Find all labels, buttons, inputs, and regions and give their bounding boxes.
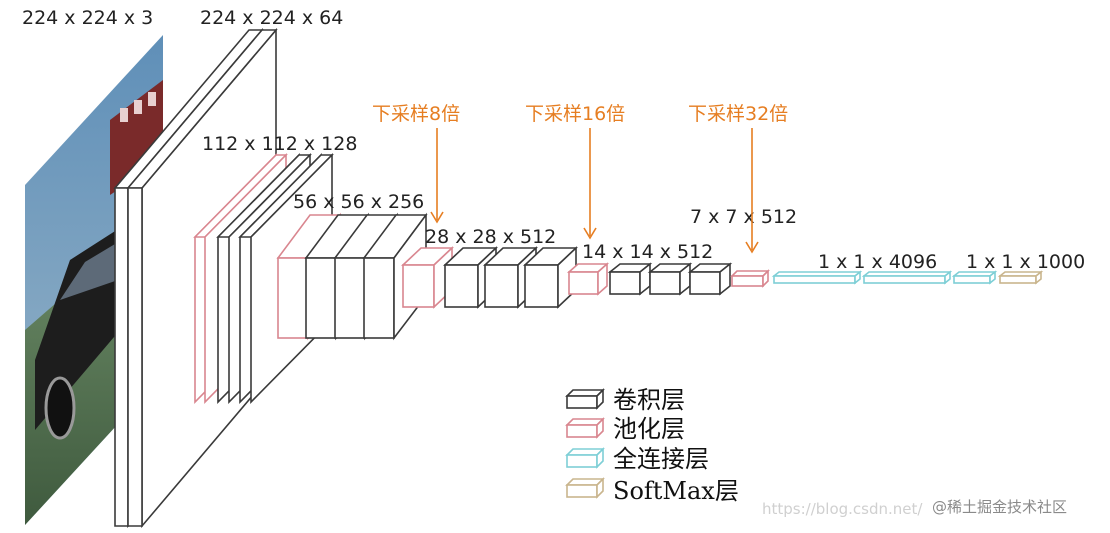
down8-label: 下采样8倍 [372,103,460,125]
down32-arrow-head [745,241,759,254]
block3-layers [276,212,428,341]
fc-layer-2 [861,270,953,285]
fc-layer-3 [951,270,998,285]
annotation-down8: 下采样8倍 [372,103,460,224]
conv-layer-5a [607,262,653,296]
fc-dim-label: 1 x 1 x 4096 [818,251,937,273]
pool-layer-5 [730,269,770,288]
conv-layer-5c [687,262,733,296]
block4-layers [400,246,579,309]
down16-arrow-head [583,227,597,240]
down32-label: 下采样32倍 [688,103,788,125]
legend-item-softmax: SoftMax层 [565,477,739,505]
legend-conv-label: 卷积层 [613,386,685,414]
block3-dim-label: 56 x 56 x 256 [293,191,424,213]
block2-dim-label: 112 x 112 x 128 [202,133,357,155]
legend: 卷积层 池化层 全连接层 SoftMax层 [565,386,739,505]
input-dim-label: 224 x 224 x 3 [22,7,153,29]
pool5-dim-label: 7 x 7 x 512 [690,206,797,228]
block5-dim-label: 14 x 14 x 512 [582,241,713,263]
block1-dim-label: 224 x 224 x 64 [200,7,343,29]
legend-softmax-label: SoftMax层 [613,477,739,505]
softmax-layer [997,270,1044,285]
down16-label: 下采样16倍 [525,103,625,125]
block2-layers [193,153,334,404]
watermark-url: https://blog.csdn.net/ [762,500,923,518]
pool-layer-4 [566,262,610,296]
conv-layer-4c [522,246,579,309]
fc-layers [771,270,998,285]
legend-item-fc: 全连接层 [565,445,709,473]
block4-dim-label: 28 x 28 x 512 [425,226,556,248]
legend-fc-label: 全连接层 [613,445,709,473]
legend-item-conv: 卷积层 [565,386,685,414]
softmax-dim-label: 1 x 1 x 1000 [966,251,1085,273]
fc-layer-1 [771,270,863,285]
legend-pool-label: 池化层 [613,415,685,443]
down8-arrow-head [430,211,444,224]
conv-layer-5b [647,262,693,296]
block5-layers [566,262,733,296]
annotation-down16: 下采样16倍 [525,103,625,240]
annotation-down32: 下采样32倍 [688,103,788,254]
watermark-community: @稀土掘金技术社区 [932,498,1067,516]
legend-item-pool: 池化层 [565,415,685,443]
